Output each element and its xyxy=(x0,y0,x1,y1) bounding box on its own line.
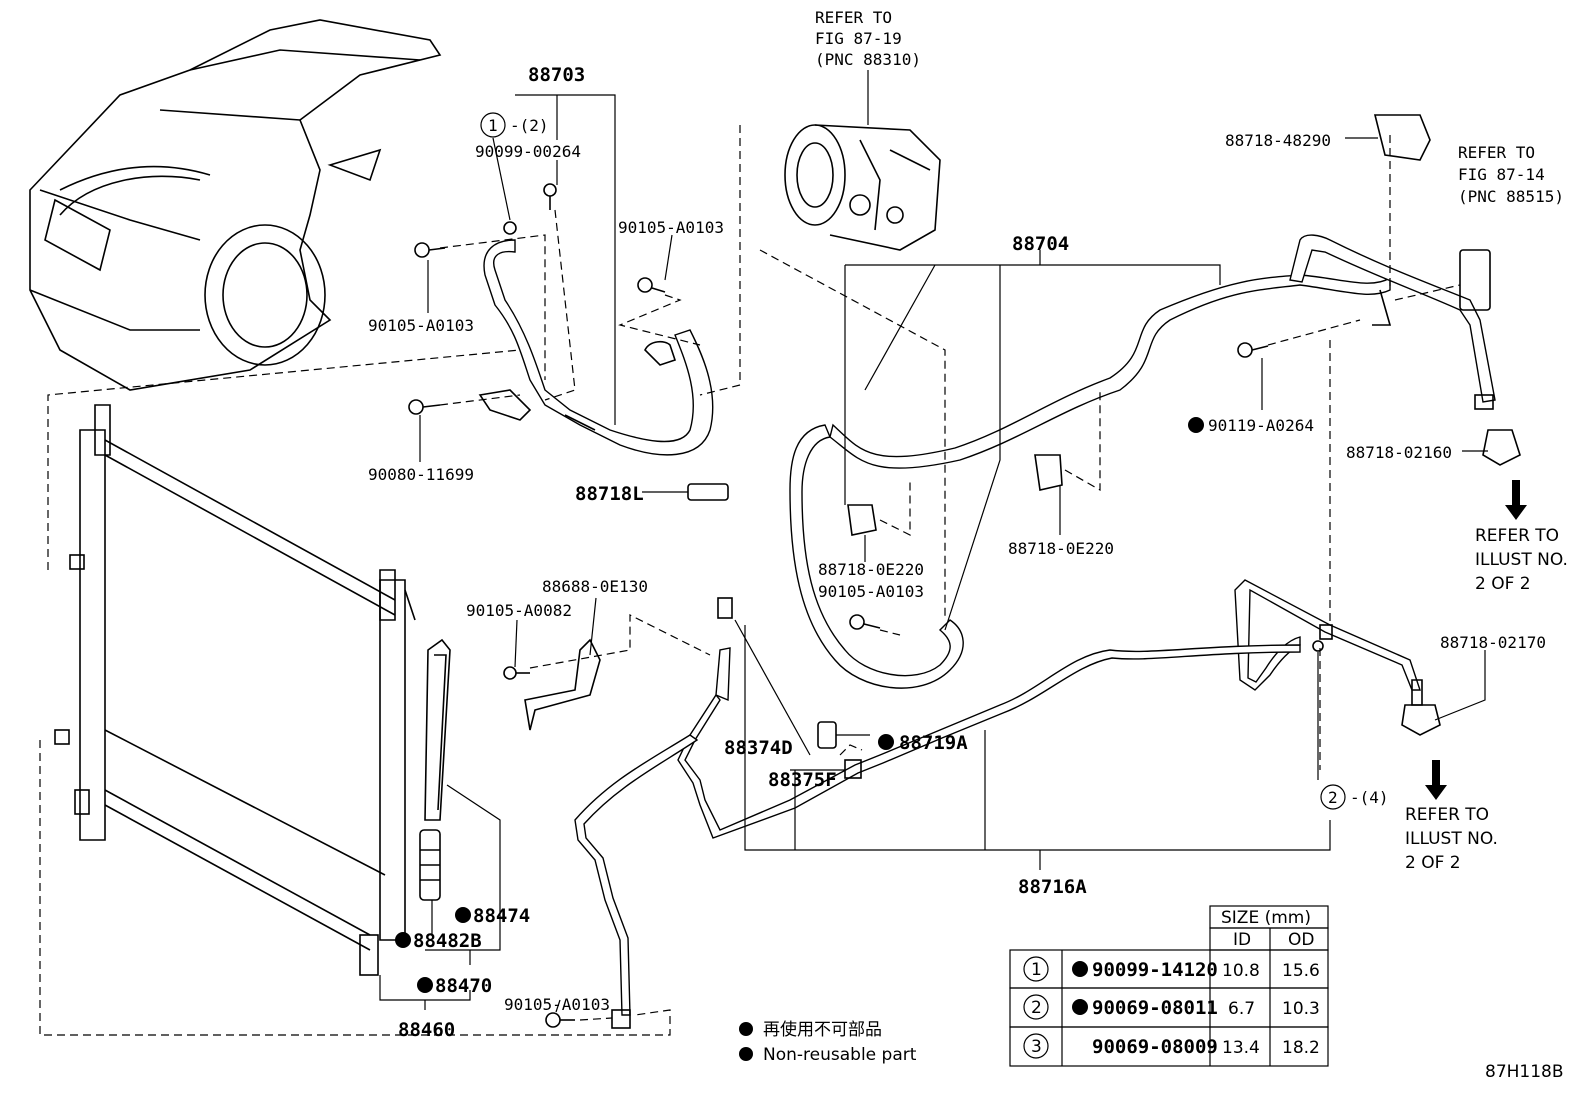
part-label-88474: 88474 xyxy=(473,905,530,927)
part-label-88718-02160: 88718-02160 xyxy=(1346,443,1452,462)
ring-2-qty: -(4) xyxy=(1350,788,1389,807)
hardware xyxy=(408,114,1521,1028)
size-table: SIZE (mm) ID OD 1 90099-14120 10.8 15.6 … xyxy=(1009,905,1329,1067)
ring-1-symbol xyxy=(480,112,506,138)
size-table-title: SIZE (mm) xyxy=(1221,908,1311,928)
callout-text: REFER TO xyxy=(815,8,892,27)
size-table-col-od: OD xyxy=(1288,930,1314,950)
part-label-88704: 88704 xyxy=(1012,233,1069,255)
row-id: 6.7 xyxy=(1228,999,1255,1019)
part-label-88718-02170: 88718-02170 xyxy=(1440,633,1546,652)
callout-text: ILLUST NO. xyxy=(1475,550,1568,570)
compressor xyxy=(784,124,941,251)
part-label-88716a: 88716A xyxy=(1018,876,1087,898)
part-label-90105-a0103: 90105-A0103 xyxy=(504,995,610,1014)
legend-jp: 再使用不可部品 xyxy=(763,1019,882,1040)
size-table-row: 2 90069-08011 6.7 10.3 xyxy=(1023,994,1320,1020)
part-label-90080-11699: 90080-11699 xyxy=(368,465,474,484)
non-reusable-bullets xyxy=(395,417,1204,1061)
part-label-88718-48290: 88718-48290 xyxy=(1225,131,1331,150)
row-id: 13.4 xyxy=(1222,1038,1260,1058)
legend: 再使用不可部品 Non-reusable part xyxy=(763,1019,917,1065)
ring-2-label: 2 xyxy=(1328,788,1338,807)
row-id: 10.8 xyxy=(1222,961,1260,981)
part-label-88375f: 88375F xyxy=(768,769,837,791)
ring-1-label: 1 xyxy=(488,116,498,135)
part-label-90119-a0264: 90119-A0264 xyxy=(1208,416,1314,435)
callout-text: ILLUST NO. xyxy=(1405,829,1498,849)
receiver-dryer xyxy=(419,638,451,901)
figure-code: 87H118B xyxy=(1485,1062,1564,1082)
vehicle-illustration xyxy=(29,19,442,391)
part-labels: 88703 1 -(2) 90099-00264 90105-A0103 901… xyxy=(368,64,1546,1041)
callout-text: FIG 87-14 xyxy=(1458,165,1545,184)
part-label-90105-a0103: 90105-A0103 xyxy=(618,218,724,237)
dashed-reference-lines xyxy=(39,125,1461,1036)
callout-refer-fig-87-19: REFER TO FIG 87-19 (PNC 88310) xyxy=(815,8,921,69)
part-label-90105-a0082: 90105-A0082 xyxy=(466,601,572,620)
row-part: 90069-08011 xyxy=(1092,997,1218,1019)
callout-text: 2 OF 2 xyxy=(1475,574,1531,594)
callout-text: REFER TO xyxy=(1475,526,1559,546)
size-table-row: 3 90069-08009 13.4 18.2 xyxy=(1023,1033,1320,1059)
part-label-88688-0e130: 88688-0E130 xyxy=(542,577,648,596)
part-label-90099-00264: 90099-00264 xyxy=(475,142,581,161)
legend-en: Non-reusable part xyxy=(763,1045,917,1065)
row-ring: 3 xyxy=(1031,1037,1042,1057)
row-part: 90099-14120 xyxy=(1092,959,1218,981)
row-part: 90069-08009 xyxy=(1092,1036,1218,1058)
callout-text: FIG 87-19 xyxy=(815,29,902,48)
callout-text: 2 OF 2 xyxy=(1405,853,1461,873)
pipes xyxy=(483,234,1496,1029)
bolt-icons xyxy=(408,183,1324,1028)
part-label-88460: 88460 xyxy=(398,1019,455,1041)
condenser-assembly xyxy=(54,404,416,976)
ring-2-symbol xyxy=(1320,784,1346,810)
part-label-90105-a0103: 90105-A0103 xyxy=(818,582,924,601)
part-label-90105-a0103: 90105-A0103 xyxy=(368,316,474,335)
part-label-88374d: 88374D xyxy=(724,737,793,759)
callout-refer-fig-87-14: REFER TO FIG 87-14 (PNC 88515) xyxy=(1458,143,1564,206)
part-label-88718-0e220: 88718-0E220 xyxy=(1008,539,1114,558)
row-ring: 1 xyxy=(1031,960,1042,980)
part-label-88482b: 88482B xyxy=(413,930,482,952)
size-table-col-id: ID xyxy=(1233,930,1251,950)
part-label-88470: 88470 xyxy=(435,975,492,997)
callout-text: (PNC 88515) xyxy=(1458,187,1564,206)
part-label-88718-0e220: 88718-0E220 xyxy=(818,560,924,579)
row-ring: 2 xyxy=(1031,998,1042,1018)
leader-lines xyxy=(379,70,1527,1013)
ring-1-qty: -(2) xyxy=(510,116,549,135)
part-label-88703: 88703 xyxy=(528,64,585,86)
callout-text: REFER TO xyxy=(1458,143,1535,162)
callout-text: (PNC 88310) xyxy=(815,50,921,69)
part-label-88718l: 88718L xyxy=(575,483,644,505)
size-table-row: 1 90099-14120 10.8 15.6 xyxy=(1023,956,1320,982)
callout-refer-illust-a: REFER TO ILLUST NO. 2 OF 2 xyxy=(1475,526,1568,594)
row-od: 18.2 xyxy=(1282,1038,1320,1058)
row-od: 15.6 xyxy=(1282,961,1320,981)
callout-text: REFER TO xyxy=(1405,805,1489,825)
row-od: 10.3 xyxy=(1282,999,1320,1019)
callout-refer-illust-b: REFER TO ILLUST NO. 2 OF 2 xyxy=(1405,805,1498,873)
part-label-88719a: 88719A xyxy=(899,732,968,754)
